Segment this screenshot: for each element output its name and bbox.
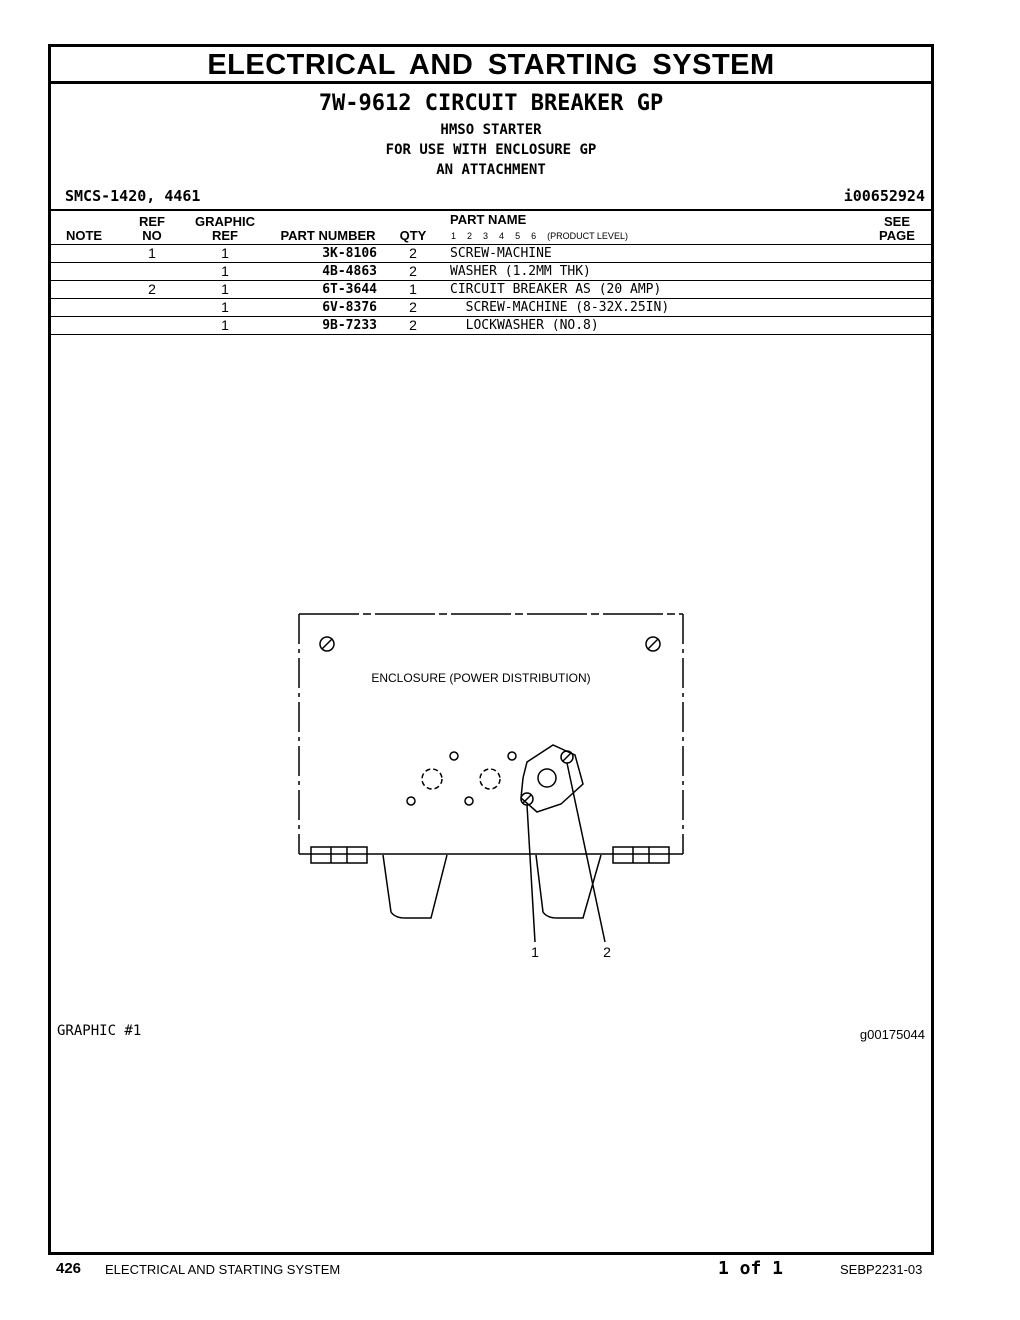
col-graphic-bottom: REF	[212, 228, 238, 243]
group-line-1: HMSO STARTER	[440, 122, 542, 138]
col-part-name: PART NAME	[450, 212, 527, 227]
col-ref-bottom: NO	[142, 228, 162, 243]
col-see-top: SEE	[883, 214, 910, 229]
graphic-ref: 1	[221, 245, 229, 261]
part-number: 6V-8376	[322, 300, 377, 315]
footer-doc-number: SEBP2231-03	[840, 1262, 923, 1277]
ref-no: 2	[148, 281, 156, 297]
graphic-ref: 1	[221, 263, 229, 279]
col-see-bottom: PAGE	[879, 228, 915, 243]
enclosure-label: ENCLOSURE (POWER DISTRIBUTION)	[371, 671, 590, 685]
footer-page-number: 426	[56, 1260, 82, 1277]
section-title-bar: ELECTRICAL AND STARTING SYSTEM	[51, 47, 931, 84]
footer-page-of: 1 of 1	[718, 1258, 784, 1279]
callout-2: 2	[603, 944, 611, 960]
graphic-id: g00175044	[859, 1027, 925, 1042]
enclosure-drawing: ENCLOSURE (POWER DISTRIBUTION) 1 2	[298, 613, 684, 960]
graphic-ref: 1	[221, 317, 229, 333]
header-divider	[51, 209, 931, 211]
col-part-number: PART NUMBER	[280, 228, 376, 243]
col-note: NOTE	[65, 228, 103, 243]
illustration-id: i00652924	[843, 187, 925, 205]
col-graphic-top: GRAPHIC	[195, 214, 255, 229]
part-name: LOCKWASHER (NO.8)	[450, 318, 599, 333]
group-title: 7W-9612 CIRCUIT BREAKER GP	[318, 91, 664, 116]
qty: 2	[409, 299, 417, 315]
graphic-caption: GRAPHIC #1	[57, 1023, 142, 1039]
table-row: 1 9B-7233 2 LOCKWASHER (NO.8)	[51, 317, 931, 335]
part-name: SCREW-MACHINE	[450, 246, 552, 261]
footer-system: ELECTRICAL AND STARTING SYSTEM	[105, 1262, 341, 1277]
part-number: 4B-4863	[322, 264, 377, 279]
part-number: 9B-7233	[322, 318, 377, 333]
parts-table: 1 1 3K-8106 2 SCREW-MACHINE 1 4B-4863 2 …	[51, 244, 931, 335]
page-frame: ELECTRICAL AND STARTING SYSTEM 7W-9612 C…	[48, 44, 934, 1255]
qty: 1	[409, 281, 417, 297]
col-qty: QTY	[399, 228, 427, 243]
part-name: CIRCUIT BREAKER AS (20 AMP)	[450, 282, 662, 297]
group-line-2: FOR USE WITH ENCLOSURE GP	[385, 142, 597, 158]
ref-no: 1	[148, 245, 156, 261]
qty: 2	[409, 263, 417, 279]
graphic-ref: 1	[221, 281, 229, 297]
qty: 2	[409, 317, 417, 333]
group-line-3: AN ATTACHMENT	[436, 162, 546, 178]
table-row: 1 4B-4863 2 WASHER (1.2MM THK)	[51, 263, 931, 281]
table-row: 2 1 6T-3644 1 CIRCUIT BREAKER AS (20 AMP…	[51, 281, 931, 299]
callout-1: 1	[531, 944, 539, 960]
table-row: 1 1 3K-8106 2 SCREW-MACHINE	[51, 245, 931, 263]
smcs-code: SMCS-1420, 4461	[65, 187, 201, 205]
table-row: 1 6V-8376 2 SCREW-MACHINE (8-32X.25IN)	[51, 299, 931, 317]
part-name: WASHER (1.2MM THK)	[450, 264, 591, 279]
part-name: SCREW-MACHINE (8-32X.25IN)	[450, 300, 670, 315]
col-ref-top: REF	[139, 214, 165, 229]
section-title: ELECTRICAL AND STARTING SYSTEM	[207, 49, 775, 81]
graphic-ref: 1	[221, 299, 229, 315]
part-number: 3K-8106	[322, 246, 377, 261]
qty: 2	[409, 245, 417, 261]
part-number: 6T-3644	[322, 282, 377, 297]
